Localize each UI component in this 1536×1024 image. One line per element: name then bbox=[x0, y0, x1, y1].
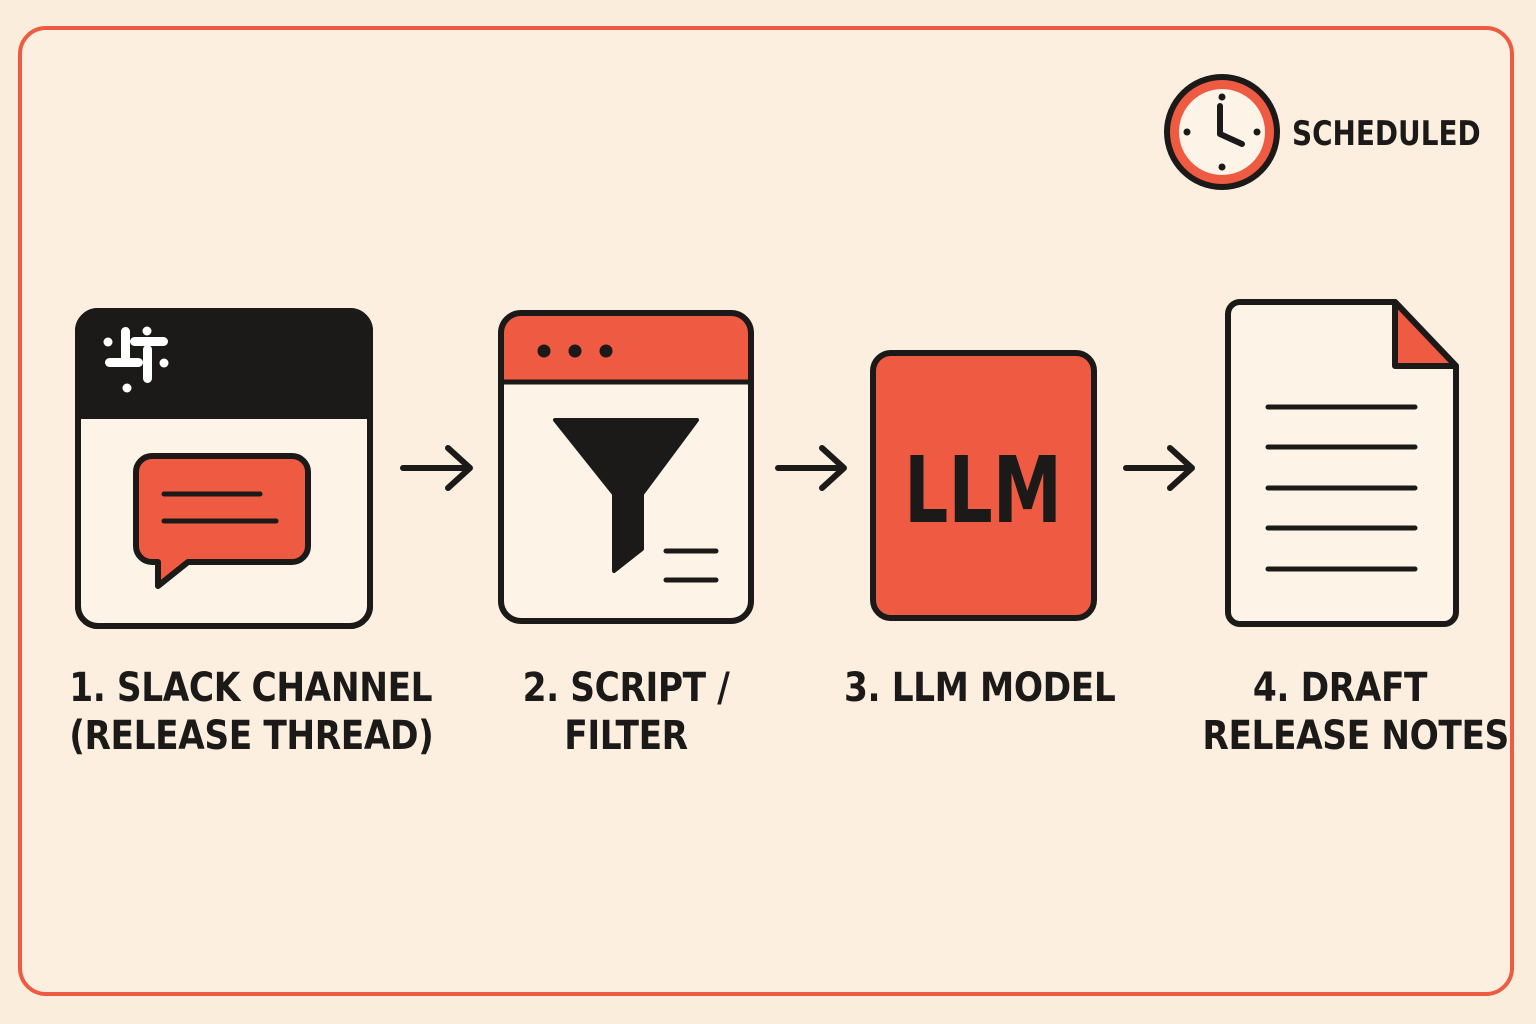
step-4-subtitle: RELEASE NOTES bbox=[1202, 713, 1509, 759]
step-1-label: 1. SLACK CHANNEL (RELEASE THREAD) bbox=[69, 664, 434, 760]
llm-icon-text: LLM bbox=[904, 437, 1062, 544]
arrow-3-icon bbox=[1123, 445, 1195, 491]
arrow-2-icon bbox=[775, 445, 847, 491]
step-4-title: 4. DRAFT bbox=[1252, 665, 1428, 711]
step-2-subtitle: FILTER bbox=[564, 713, 688, 759]
step-1-subtitle: (RELEASE THREAD) bbox=[69, 713, 434, 759]
funnel-icon bbox=[553, 418, 699, 573]
scheduled-label: SCHEDULED bbox=[1292, 114, 1481, 154]
step-3-title: 3. LLM MODEL bbox=[844, 665, 1116, 711]
slack-logo-icon bbox=[103, 326, 169, 393]
slack-window-icon bbox=[75, 308, 373, 629]
step-2-title: 2. SCRIPT / bbox=[522, 665, 730, 711]
step-3-label: 3. LLM MODEL bbox=[844, 664, 1116, 712]
step-2-label: 2. SCRIPT / FILTER bbox=[497, 664, 755, 760]
step-1-title: 1. SLACK CHANNEL bbox=[69, 665, 433, 711]
document-icon bbox=[1225, 299, 1459, 627]
step-4-label: 4. DRAFT RELEASE NOTES bbox=[1202, 664, 1509, 760]
filter-window-icon bbox=[498, 310, 754, 624]
chat-bubble-icon bbox=[133, 453, 311, 589]
arrow-1-icon bbox=[400, 445, 473, 491]
llm-icon: LLM bbox=[870, 350, 1097, 621]
clock-icon bbox=[1164, 74, 1280, 190]
